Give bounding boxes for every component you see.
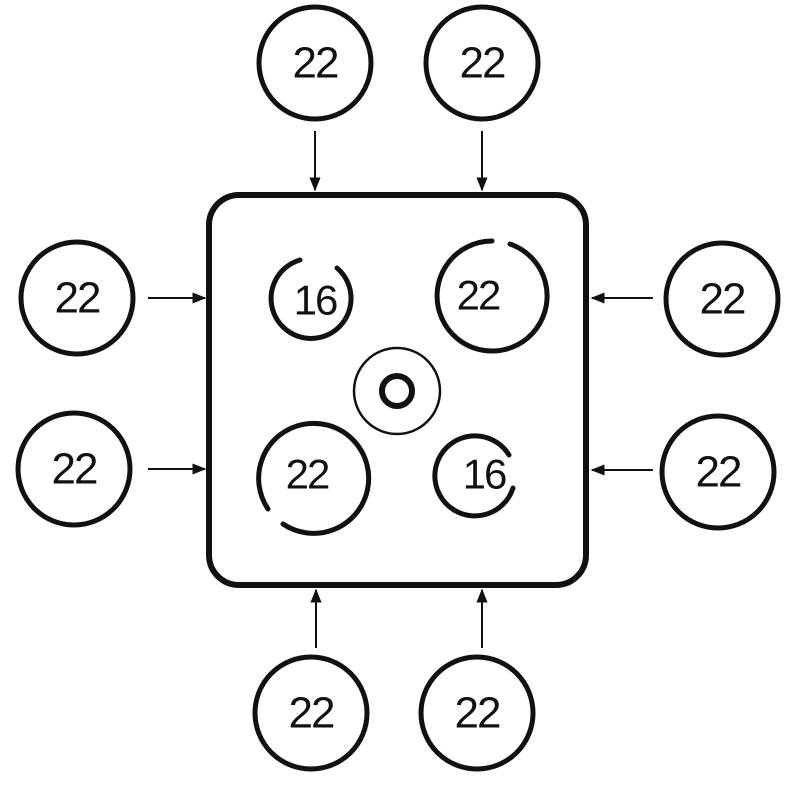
callout-bottom-right: 22 (418, 588, 536, 772)
callout-right-lower: 22 (590, 413, 777, 531)
callout-bottom-left-label: 22 (289, 689, 334, 738)
callout-top-left: 22 (256, 4, 374, 192)
callout-right-lower-label: 22 (696, 448, 741, 497)
callout-top-left-label: 22 (293, 39, 338, 88)
knockout-lower-left: 22 (256, 420, 372, 536)
callout-left-lower-label: 22 (52, 445, 97, 494)
callout-right-upper-label: 22 (700, 275, 745, 324)
knockout-upper-left: 16 (268, 257, 354, 341)
center-screw-boss (352, 346, 442, 436)
knockout-upper-right: 22 (434, 238, 550, 354)
knockout-lower-right-label: 16 (463, 451, 506, 498)
callout-top-right-label: 22 (460, 39, 505, 88)
callout-left-lower: 22 (15, 410, 207, 528)
knockout-lower-left-label: 22 (286, 451, 329, 498)
callout-left-upper-label: 22 (55, 274, 100, 323)
enclosure-box (206, 192, 589, 588)
knockout-lower-right: 16 (432, 433, 516, 519)
callout-bottom-left: 22 (252, 588, 370, 772)
knockout-upper-left-label: 16 (294, 277, 337, 324)
callout-top-right: 22 (423, 4, 541, 192)
callout-right-upper: 22 (590, 240, 781, 358)
knockout-upper-right-label: 22 (457, 272, 500, 319)
callout-left-upper: 22 (18, 239, 207, 357)
callout-bottom-right-label: 22 (455, 689, 500, 738)
